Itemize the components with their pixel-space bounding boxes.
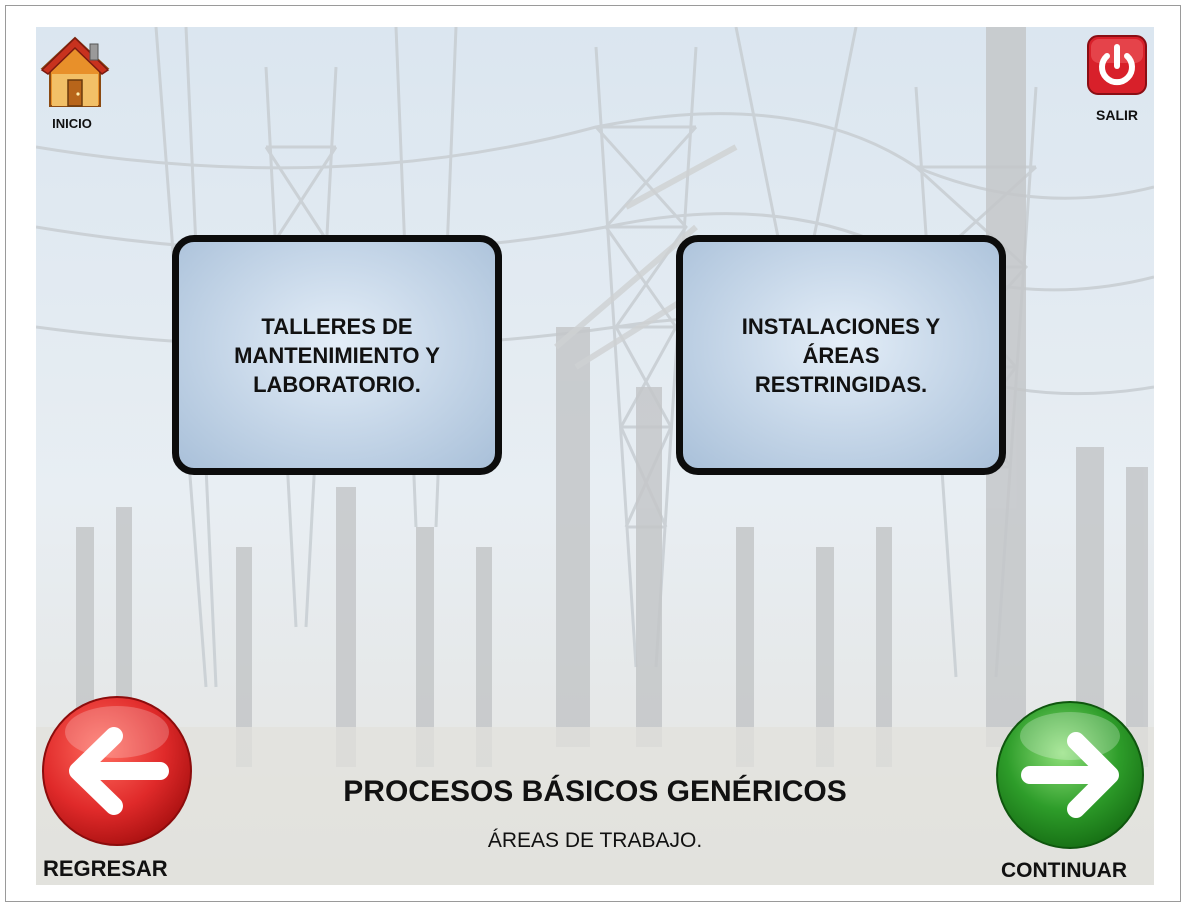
house-icon [40,36,110,107]
back-button[interactable]: REGRESAR [40,694,194,886]
option-instalaciones-line-3: RESTRINGIDAS. [754,371,928,397]
option-instalaciones-line-1: INSTALACIONES Y [741,313,941,339]
option-talleres-line-3: LABORATORIO. [253,371,421,397]
arrow-left-icon [42,696,192,846]
option-instalaciones-text: INSTALACIONES Y ÁREAS RESTRINGIDAS. [742,312,940,399]
option-talleres-line-1: TALLERES DE [261,313,413,339]
exit-button[interactable]: SALIR [1085,33,1149,125]
option-instalaciones-button[interactable]: INSTALACIONES Y ÁREAS RESTRINGIDAS. [676,235,1006,475]
page-subtitle: ÁREAS DE TRABAJO. [487,829,703,852]
arrow-right-icon [996,701,1144,849]
exit-label: SALIR [1096,107,1138,123]
option-talleres-line-2: MANTENIMIENTO Y [234,342,440,368]
continue-button[interactable]: CONTINUAR [992,700,1148,886]
page-title: PROCESOS BÁSICOS GENÉRICOS [343,775,847,808]
power-icon [1087,35,1147,95]
continue-label: CONTINUAR [1001,859,1127,882]
option-talleres-button[interactable]: TALLERES DE MANTENIMIENTO Y LABORATORIO. [172,235,502,475]
home-button[interactable]: INICIO [40,34,112,131]
home-label: INICIO [52,116,92,131]
back-label: REGRESAR [43,856,168,881]
option-talleres-text: TALLERES DE MANTENIMIENTO Y LABORATORIO. [234,312,440,399]
option-instalaciones-line-2: ÁREAS [802,342,880,368]
